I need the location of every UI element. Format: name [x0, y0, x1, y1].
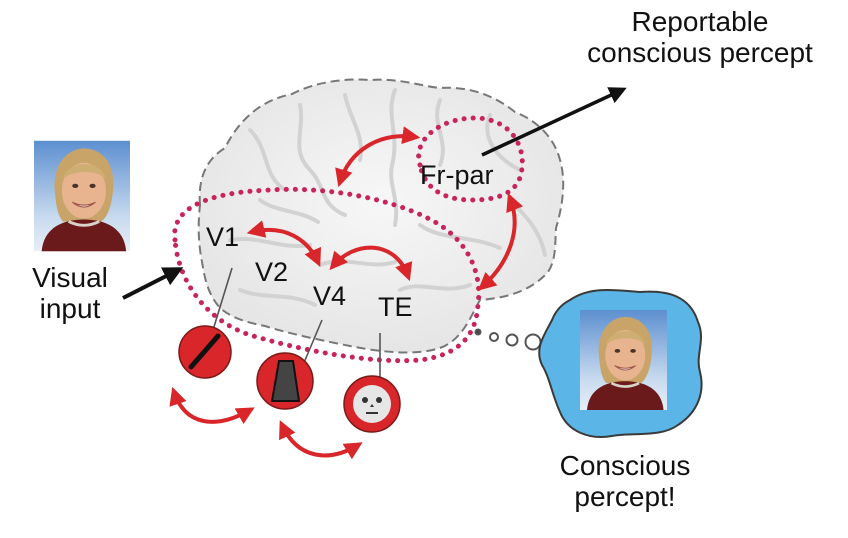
thought-dots	[474, 328, 542, 351]
conscious-line1: Conscious	[559, 450, 691, 481]
conscious-line2: percept!	[574, 481, 676, 513]
arrow-v4-te-features	[279, 420, 363, 460]
visual-input-line1: Visual	[32, 262, 108, 293]
thought-cloud	[538, 288, 703, 438]
arrow-frpar-to-te	[477, 192, 524, 291]
visual-input-arrow	[122, 267, 184, 300]
v4-feature-icon	[256, 352, 314, 410]
arrow-v4-te	[329, 245, 413, 282]
v1-feature-icon	[178, 325, 232, 379]
area-v1-label: V1	[206, 222, 240, 252]
visual-pathway-region	[172, 186, 482, 364]
reportable-line2: conscious percept	[587, 37, 813, 69]
te-feature-icon	[343, 375, 401, 433]
reportable-percept-label: Reportable conscious percept	[560, 6, 840, 69]
input-face-photo	[34, 139, 130, 253]
recurrent-arrows	[246, 126, 524, 291]
reportable-line1: Reportable	[631, 6, 769, 37]
feature-arrows	[169, 386, 363, 460]
area-te-label: TE	[378, 292, 413, 322]
area-frpar-label: Fr-par	[420, 160, 494, 190]
leader-lines	[212, 267, 381, 380]
arrow-frpar-to-visual	[335, 126, 421, 188]
visual-input-line2: input	[39, 293, 101, 325]
report-arrow	[481, 87, 627, 157]
arrow-v1-v2	[246, 220, 321, 267]
visual-input-label: Visual input	[20, 262, 120, 325]
arrow-v1-v4-features	[169, 386, 255, 425]
area-v4-label: V4	[313, 281, 347, 311]
frontoparietal-region	[416, 115, 525, 203]
conscious-percept-label: Conscious percept!	[540, 450, 710, 513]
area-v2-label: V2	[255, 257, 289, 287]
